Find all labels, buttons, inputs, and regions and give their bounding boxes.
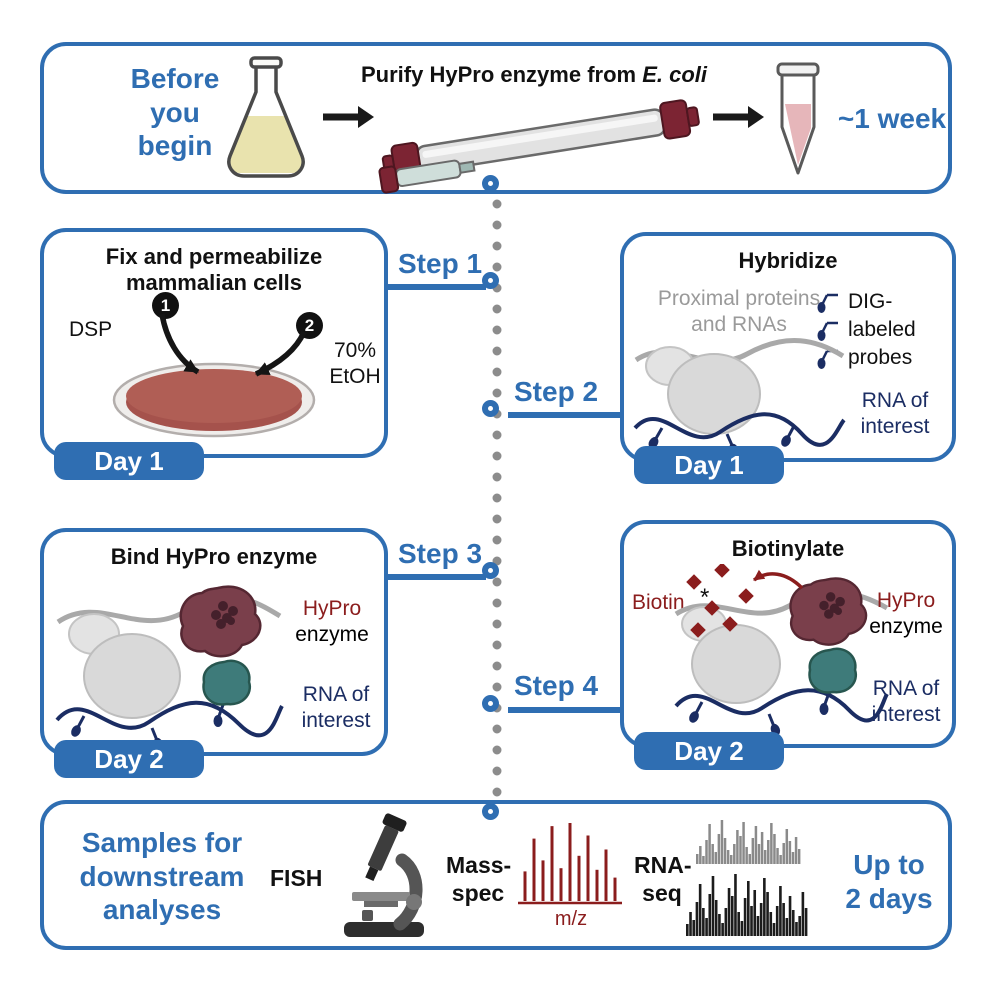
biotinylate-illustration bbox=[674, 564, 889, 736]
biotinylate-day-badge: Day 2 bbox=[634, 732, 784, 770]
step3-label: Step 3 bbox=[398, 538, 483, 569]
dig-label-line2: labeled bbox=[848, 318, 916, 341]
duration-up-to-line1: Up to bbox=[853, 849, 925, 880]
mz-axis-label: m/z bbox=[554, 908, 588, 930]
syringe-icon bbox=[378, 159, 476, 194]
duration-one-week: ~1 week bbox=[837, 103, 947, 134]
petri-dish-icon bbox=[112, 313, 316, 438]
bio-enzyme-label: enzyme bbox=[869, 614, 943, 638]
microscope-icon bbox=[344, 813, 424, 937]
hybridize-illustration bbox=[633, 338, 846, 450]
step4-connector-line bbox=[508, 707, 622, 713]
rnaseq-coverage-black-icon bbox=[686, 874, 808, 936]
step2-connector-line bbox=[508, 412, 622, 418]
erlenmeyer-flask-icon bbox=[227, 56, 305, 178]
step1-label: Step 1 bbox=[398, 248, 483, 279]
dig-label-line1: DIG- bbox=[848, 290, 893, 313]
step2-label: Step 2 bbox=[514, 376, 599, 407]
panel-bind-hypro: Bind HyPro enzyme HyPro enzyme RNA of bbox=[40, 528, 388, 756]
timeline-node-start bbox=[482, 175, 499, 192]
fix-day-badge: Day 1 bbox=[54, 442, 204, 480]
hybridize-title: Hybridize bbox=[738, 248, 838, 273]
bio-hypro-label: HyPro bbox=[876, 589, 936, 612]
bind-rna-of-interest-line1: RNA of bbox=[302, 683, 370, 706]
hybridize-day-badge: Day 1 bbox=[634, 446, 784, 484]
step4-label: Step 4 bbox=[514, 670, 599, 701]
timeline-node-step2 bbox=[482, 400, 499, 417]
mass-spectrum-icon bbox=[518, 823, 622, 905]
purify-headline-ecoli: E. coli bbox=[642, 62, 707, 87]
arrow-right-icon bbox=[713, 106, 764, 128]
bind-title: Bind HyPro enzyme bbox=[110, 544, 318, 569]
rnaseq-label-line1: RNA- bbox=[634, 852, 692, 878]
panel-before-you-begin: Before you begin Purify HyPro enzyme fro… bbox=[40, 42, 952, 194]
bind-rna-of-interest-line2: interest bbox=[301, 708, 371, 732]
bind-day-badge: Day 2 bbox=[54, 740, 204, 778]
timeline-node-step4 bbox=[482, 695, 499, 712]
bind-illustration bbox=[55, 585, 284, 746]
dsp-arrow bbox=[159, 313, 200, 375]
dsp-label: DSP bbox=[69, 318, 113, 341]
fish-label: FISH bbox=[270, 865, 323, 891]
rnaseq-coverage-gray-icon bbox=[696, 820, 801, 864]
biotinylation-arrow bbox=[752, 569, 804, 590]
biotin-asterisk: * bbox=[700, 584, 710, 611]
step1-connector-line bbox=[386, 284, 486, 290]
adapter-protein-shape bbox=[202, 659, 252, 706]
step-number-1-badge: 1 bbox=[152, 292, 179, 319]
purify-headline: Purify HyPro enzyme from E. coli bbox=[354, 62, 714, 88]
bio-rna-of-interest-line1: RNA of bbox=[872, 677, 940, 700]
rna-strand bbox=[633, 412, 846, 447]
downstream-title: Samples for downstream analyses bbox=[79, 827, 245, 926]
proximal-proteins-line2: and RNAs bbox=[691, 312, 787, 336]
fix-title-line1: Fix and permeabilize bbox=[105, 244, 323, 269]
timeline-node-step1 bbox=[482, 272, 499, 289]
hypro-enzyme-shape bbox=[789, 577, 868, 646]
dig-label-line3: probes bbox=[848, 346, 913, 369]
mass-spec-label-line1: Mass- bbox=[446, 852, 512, 878]
chromatography-column-icon bbox=[378, 99, 700, 194]
microtube-icon bbox=[776, 62, 820, 175]
biotinylate-title: Biotinylate bbox=[731, 536, 845, 561]
before-you-begin-title: Before you begin bbox=[130, 63, 220, 162]
arrow-right-icon bbox=[323, 106, 374, 128]
mass-spec-label-line2: spec bbox=[451, 879, 505, 906]
hyb-rna-of-interest-line2: interest bbox=[860, 414, 930, 438]
adapter-protein-shape bbox=[808, 647, 858, 694]
panel-downstream-analyses: Samples for downstream analyses FISH Mas… bbox=[40, 800, 952, 950]
duration-up-to-line2: 2 days bbox=[845, 882, 933, 914]
panel-fix-permeabilize: Fix and permeabilize mammalian cells DSP… bbox=[40, 228, 388, 458]
panel-hybridize: Hybridize Proximal proteins and RNAs DIG… bbox=[620, 232, 956, 462]
step3-connector-line bbox=[386, 574, 486, 580]
panel-biotinylate: Biotinylate Biotin * bbox=[620, 520, 956, 748]
fix-title-line2: mammalian cells bbox=[125, 270, 303, 295]
bio-rna-of-interest-line2: interest bbox=[871, 702, 941, 726]
timeline-node-end bbox=[482, 803, 499, 820]
proximal-proteins-line1: Proximal proteins bbox=[657, 287, 821, 310]
purify-headline-text: Purify HyPro enzyme from bbox=[361, 62, 643, 87]
etoh-arrow bbox=[254, 330, 307, 377]
bind-enzyme-label: enzyme bbox=[295, 622, 369, 646]
etoh-percent: 70% bbox=[333, 339, 377, 362]
large-protein-blob bbox=[667, 353, 761, 435]
timeline-node-step3 bbox=[482, 562, 499, 579]
rnaseq-label-line2: seq bbox=[642, 879, 682, 906]
hypro-enzyme-shape bbox=[179, 585, 262, 658]
biotin-label: Biotin bbox=[632, 591, 685, 614]
hyb-rna-of-interest-line1: RNA of bbox=[861, 389, 929, 412]
etoh-label: EtOH bbox=[329, 364, 381, 388]
bind-hypro-label: HyPro bbox=[302, 597, 362, 620]
